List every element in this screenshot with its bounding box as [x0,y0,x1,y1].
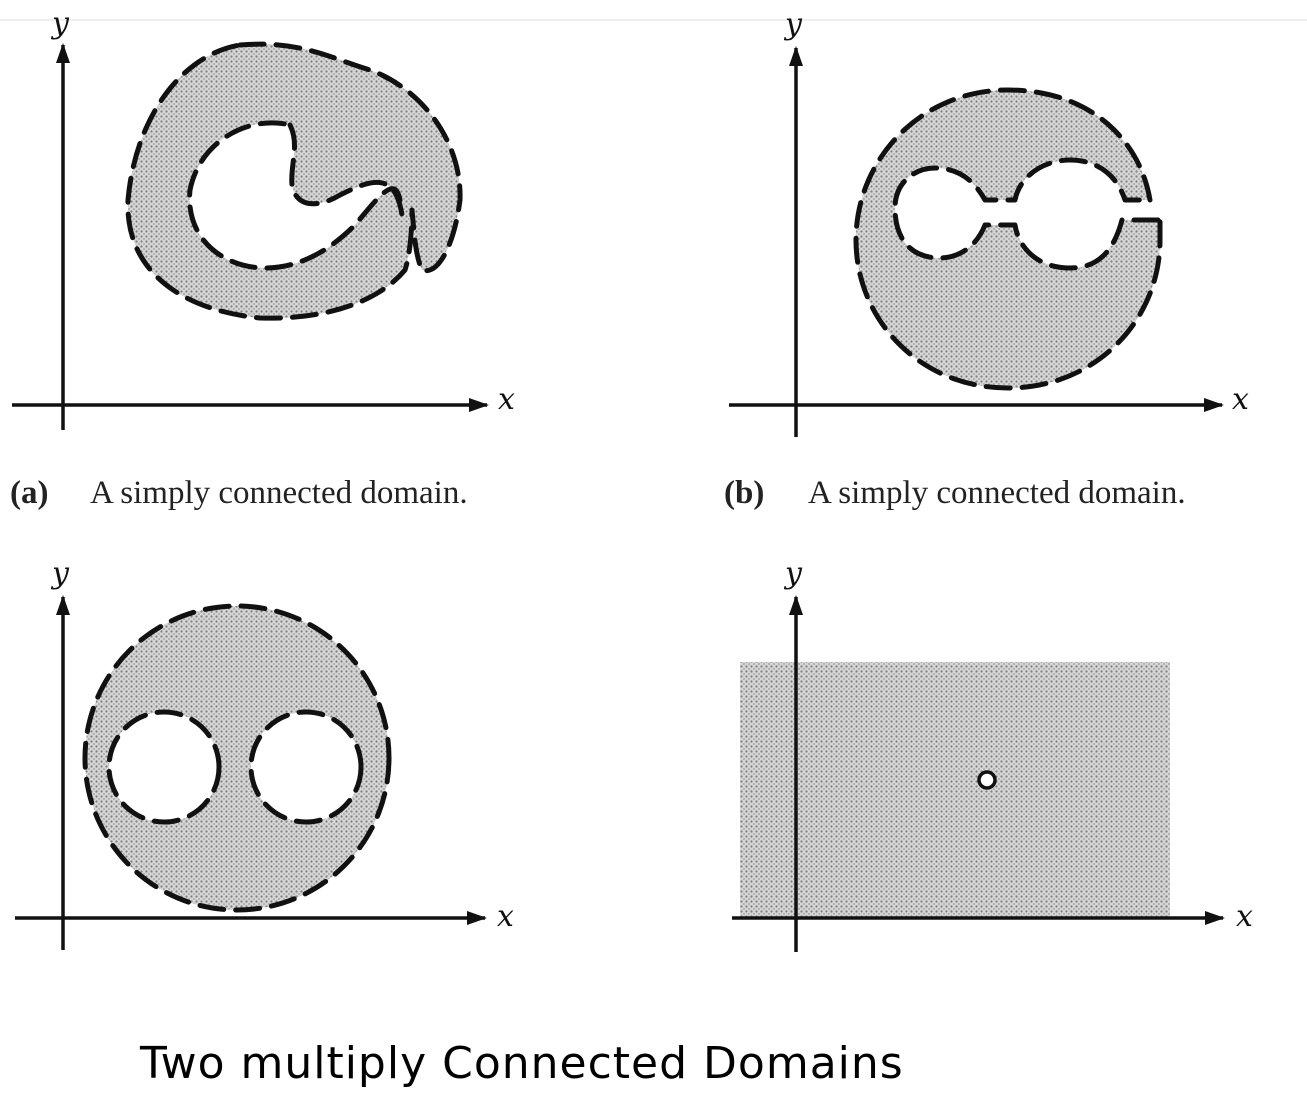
panel-a-x-label: x [498,382,515,417]
panel-a: y x (a) A simply connected domain. [10,6,515,511]
panel-c-hole-left-boundary [106,709,222,825]
panel-d-excluded-point [977,770,997,790]
panel-c-outer-boundary [82,603,392,913]
panel-a-inner-boundary [187,120,405,271]
panel-d-x-label: x [1236,899,1253,934]
panel-a-outer-boundary [125,41,463,321]
panel-b-inner-boundary [892,157,1161,271]
panel-c-hole-right-boundary [248,709,364,825]
panel-b-outer-boundary [853,87,1163,391]
panel-b-y-label: y [783,7,803,42]
panel-d: y x [732,556,1253,952]
panel-c-hole-left [109,712,219,822]
panel-c-y-label: y [50,556,70,591]
panel-d-y-label: y [783,556,803,591]
panel-d-region [740,662,1170,918]
panel-b-caption-text: A simply connected domain. [808,475,1186,511]
panel-b: y x (b) A simply connected domain. [724,7,1249,511]
panel-a-caption-tag: (a) [10,475,48,511]
panel-b-x-label: x [1232,382,1249,417]
panel-c-region [85,606,389,910]
panel-a-y-label: y [50,6,70,41]
panel-b-caption-tag: (b) [724,475,764,511]
panel-c-x-label: x [497,899,514,934]
panel-c-hole-right [251,712,361,822]
panel-c: y x [15,556,514,950]
panel-b-region [856,90,1160,388]
panel-a-caption-text: A simply connected domain. [90,475,468,511]
handwritten-note: Two multiply Connected Domains [139,1038,904,1089]
